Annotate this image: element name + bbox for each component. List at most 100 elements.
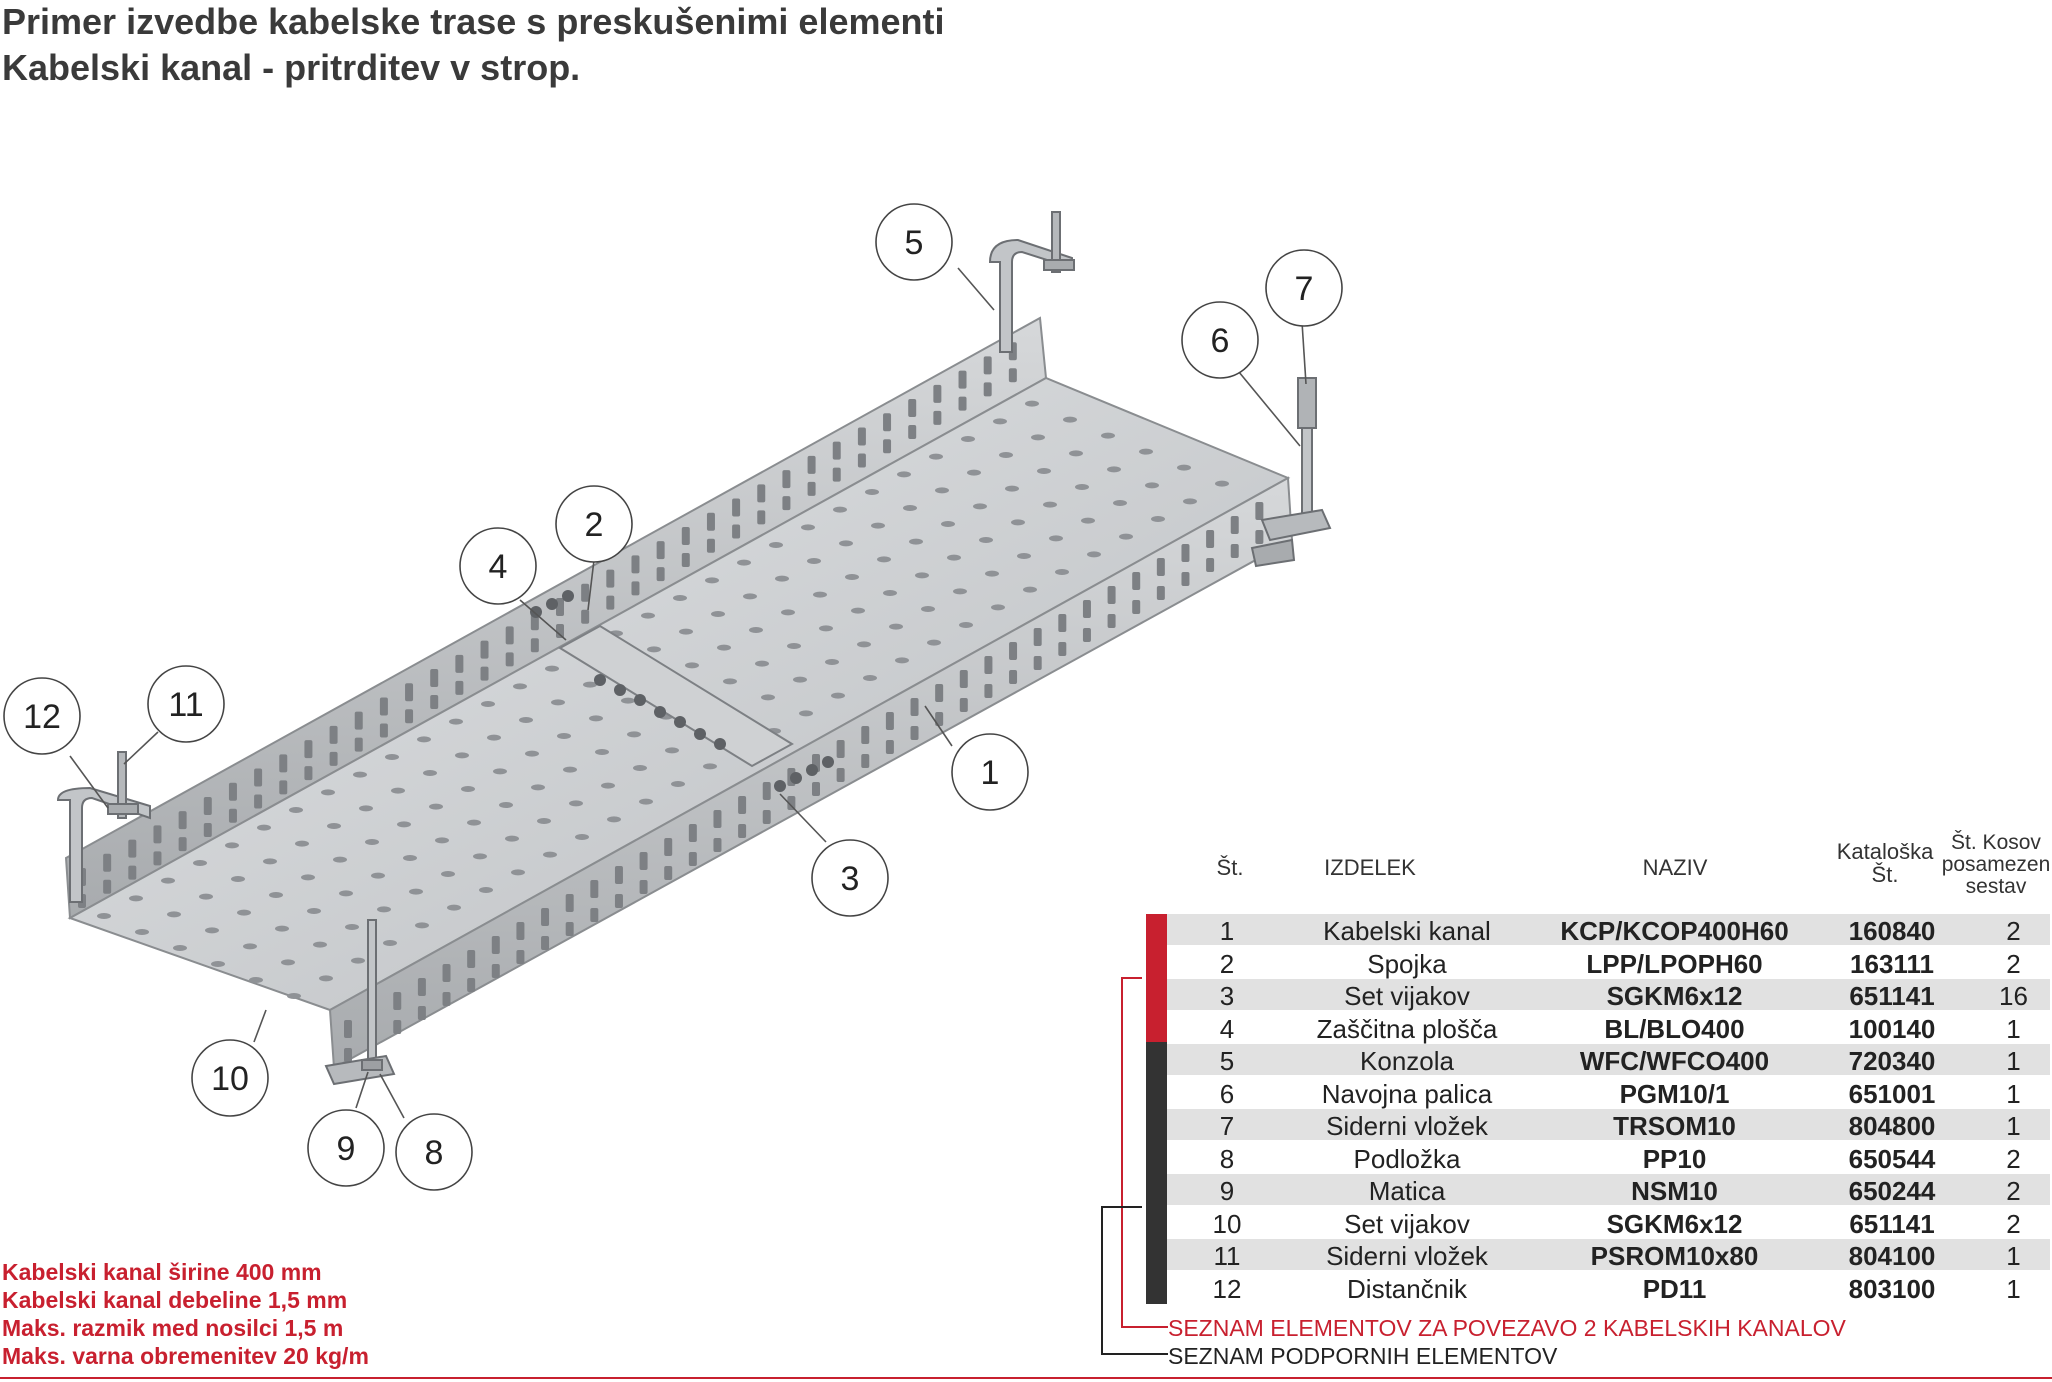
back-wall-slot [606, 595, 615, 610]
floor-slot [801, 524, 815, 531]
floor-slot [525, 750, 539, 757]
floor-slot [173, 945, 187, 951]
front-wall-slot [1058, 642, 1067, 656]
header-qty: Št. Kosov posamezen sestav [1940, 831, 2052, 898]
front-wall-slot [812, 782, 820, 796]
joint-bolts [530, 590, 834, 792]
floor-slot [447, 904, 461, 911]
back-wall-slot [430, 669, 439, 688]
connection-group-bar [1146, 914, 1167, 1042]
floor-slot [927, 639, 941, 646]
floor-slot [883, 590, 897, 596]
front-wall-slot [1156, 558, 1165, 576]
back-wall-slot [405, 683, 414, 702]
callout-number: 7 [1295, 270, 1314, 308]
front-wall-slot [417, 978, 426, 996]
back-wall-slot [782, 470, 791, 489]
cell-qty: 1 [2006, 1078, 2021, 1109]
front-wall-slot [516, 950, 525, 964]
floor-slot [1087, 551, 1101, 558]
back-wall-slot [153, 851, 162, 866]
cell-name: NSM10 [1631, 1176, 1718, 1206]
cell-product: Navojna palica [1321, 1078, 1493, 1109]
floor-slot [1215, 480, 1229, 487]
floor-slot [237, 909, 251, 916]
floor-slot [807, 558, 821, 564]
front-wall-slot [614, 894, 623, 908]
cell-no: 6 [1219, 1078, 1235, 1109]
floor-slot [831, 692, 845, 699]
cell-catalog: 804100 [1848, 1241, 1936, 1271]
front-wall-slot [541, 936, 550, 950]
header-name: NAZIV [1642, 855, 1708, 880]
front-wall-slot [541, 908, 550, 926]
floor-slot [275, 925, 289, 932]
front-wall-slot [1230, 516, 1239, 534]
spec-support-spacing: Maks. razmik med nosilci 1,5 m [2, 1315, 344, 1341]
cell-catalog: 100140 [1848, 1013, 1936, 1044]
front-wall-slot [639, 852, 648, 870]
cell-qty: 2 [2006, 948, 2021, 979]
floor-slot [769, 542, 783, 548]
cell-qty: 16 [1999, 981, 2028, 1011]
front-wall-slot [664, 838, 673, 856]
front-wall-slot [1033, 628, 1042, 646]
cell-name: WFC/WFCO400 [1579, 1046, 1770, 1076]
floor-slot [877, 556, 891, 563]
back-wall-slot [556, 624, 564, 638]
floor-slot [775, 575, 789, 582]
front-wall-slot [688, 824, 697, 842]
floor-slot [461, 786, 475, 792]
back-wall-slot [354, 737, 363, 752]
callout-5: 5 [875, 203, 953, 281]
front-wall-slot [885, 712, 894, 730]
floor-slot [97, 913, 111, 919]
floor-slot [391, 787, 405, 794]
callout-12: 12 [3, 677, 81, 755]
floor-slot [519, 717, 533, 723]
cell-name: SGKM6x12 [1606, 1208, 1743, 1239]
front-wall-slot [861, 754, 870, 768]
cell-no: 10 [1212, 1208, 1242, 1239]
back-wall-slot [480, 640, 489, 659]
floor-slot [511, 869, 525, 876]
callout-circle [191, 1039, 269, 1117]
back-wall-slot [832, 441, 841, 460]
front-wall-slot [910, 698, 919, 716]
back-wall-slot [103, 853, 112, 872]
back-wall-slot [681, 552, 690, 567]
floor-slot [799, 710, 813, 717]
front-wall-slot [565, 922, 574, 936]
back-wall-slot [203, 796, 212, 815]
floor-slot [1063, 416, 1077, 423]
floor-slot [1119, 533, 1133, 540]
cell-name: PD11 [1642, 1273, 1707, 1304]
floor-slot [161, 877, 175, 884]
floor-slot [1023, 586, 1037, 593]
floor-slot [665, 747, 679, 754]
header-qty-line2: posamezen [1941, 853, 2051, 877]
back-wall-slot [128, 865, 137, 880]
floor-slot [339, 890, 353, 897]
floor-slot [761, 694, 775, 701]
threaded-rod-left [324, 919, 396, 1086]
front-wall-slot [713, 810, 722, 828]
front-wall-slot [1206, 530, 1215, 548]
floor-slot [481, 701, 495, 707]
floor-slot [895, 657, 909, 664]
floor-slot [897, 471, 911, 478]
floor-slot [685, 662, 699, 669]
floor-slot [641, 612, 655, 619]
front-wall-slot [639, 880, 648, 894]
spec-thickness: Kabelski kanal debeline 1,5 mm [2, 1287, 348, 1313]
floor-slot [621, 697, 635, 704]
floor-slot [979, 537, 993, 543]
callout-circle [3, 677, 81, 755]
floor-slot [193, 860, 207, 866]
cell-qty: 2 [2006, 1208, 2021, 1239]
front-wall-slot [1255, 530, 1264, 544]
